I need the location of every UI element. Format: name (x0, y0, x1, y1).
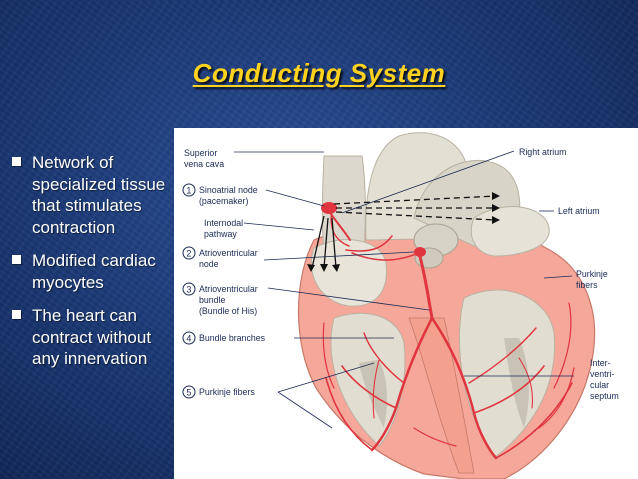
heart-conduction-diagram: 1 2 3 4 5 Superior vena cava Sinoatrial … (174, 128, 638, 479)
bullet-item: The heart can contract without any inner… (10, 305, 168, 370)
label-sa-node: (pacemaker) (199, 196, 248, 206)
label-septum: cular (590, 380, 609, 390)
label-bundle-branches: Bundle branches (199, 333, 266, 343)
label-av-bundle: (Bundle of His) (199, 306, 257, 316)
label-internodal-pathway: pathway (204, 229, 237, 239)
label-septum: Inter- (590, 358, 611, 368)
step-number-markers: 1 2 3 4 5 (182, 183, 196, 399)
bullet-text: Network of specialized tissue that stimu… (32, 153, 166, 237)
arrowheads (307, 192, 500, 272)
step-number: 4 (186, 333, 191, 343)
step-number: 3 (186, 284, 191, 294)
slide-title: Conducting System (192, 58, 446, 88)
label-left-atrium: Left atrium (558, 206, 600, 216)
impulse-arrows (311, 195, 497, 269)
step-number: 5 (186, 387, 191, 397)
square-bullet-icon (12, 310, 21, 319)
papillary-muscle (504, 338, 529, 428)
square-bullet-icon (12, 255, 21, 264)
step-number: 2 (186, 248, 191, 258)
label-av-node: node (199, 259, 219, 269)
bullet-text: The heart can contract without any inner… (32, 306, 152, 368)
label-septum: septum (590, 391, 619, 401)
right-labels: Right atrium Left atrium Purkinje fibers… (519, 147, 619, 401)
left-atrium (470, 206, 550, 257)
step-number: 1 (186, 185, 191, 195)
left-ventricle (458, 289, 556, 459)
label-superior-vena-cava: vena cava (184, 159, 224, 169)
bullet-item: Modified cardiac myocytes (10, 250, 168, 293)
label-right-atrium: Right atrium (519, 147, 566, 157)
bullet-item: Network of specialized tissue that stimu… (10, 152, 168, 238)
label-purkinje: Purkinje (576, 269, 608, 279)
sa-node (321, 202, 337, 214)
label-superior-vena-cava: Superior (184, 148, 217, 158)
label-internodal-pathway: Internodal (204, 218, 243, 228)
label-av-bundle: Atrioventricular (199, 284, 258, 294)
square-bullet-icon (12, 157, 21, 166)
conduction-pathways (322, 205, 575, 460)
left-labels: Superior vena cava Sinoatrial node (pace… (184, 148, 266, 397)
label-sa-node: Sinoatrial node (199, 185, 258, 195)
av-node (414, 247, 426, 257)
label-av-node: Atrioventricular (199, 248, 258, 258)
label-septum: ventri- (590, 369, 615, 379)
label-av-bundle: bundle (199, 295, 226, 305)
leader-lines (234, 150, 574, 429)
heart-illustration: 1 2 3 4 5 Superior vena cava Sinoatrial … (182, 132, 619, 479)
bullet-text: Modified cardiac myocytes (32, 251, 156, 292)
bullet-list: Network of specialized tissue that stimu… (10, 152, 168, 382)
label-purkinje: fibers (576, 280, 598, 290)
label-purkinje-fibers: Purkinje fibers (199, 387, 255, 397)
